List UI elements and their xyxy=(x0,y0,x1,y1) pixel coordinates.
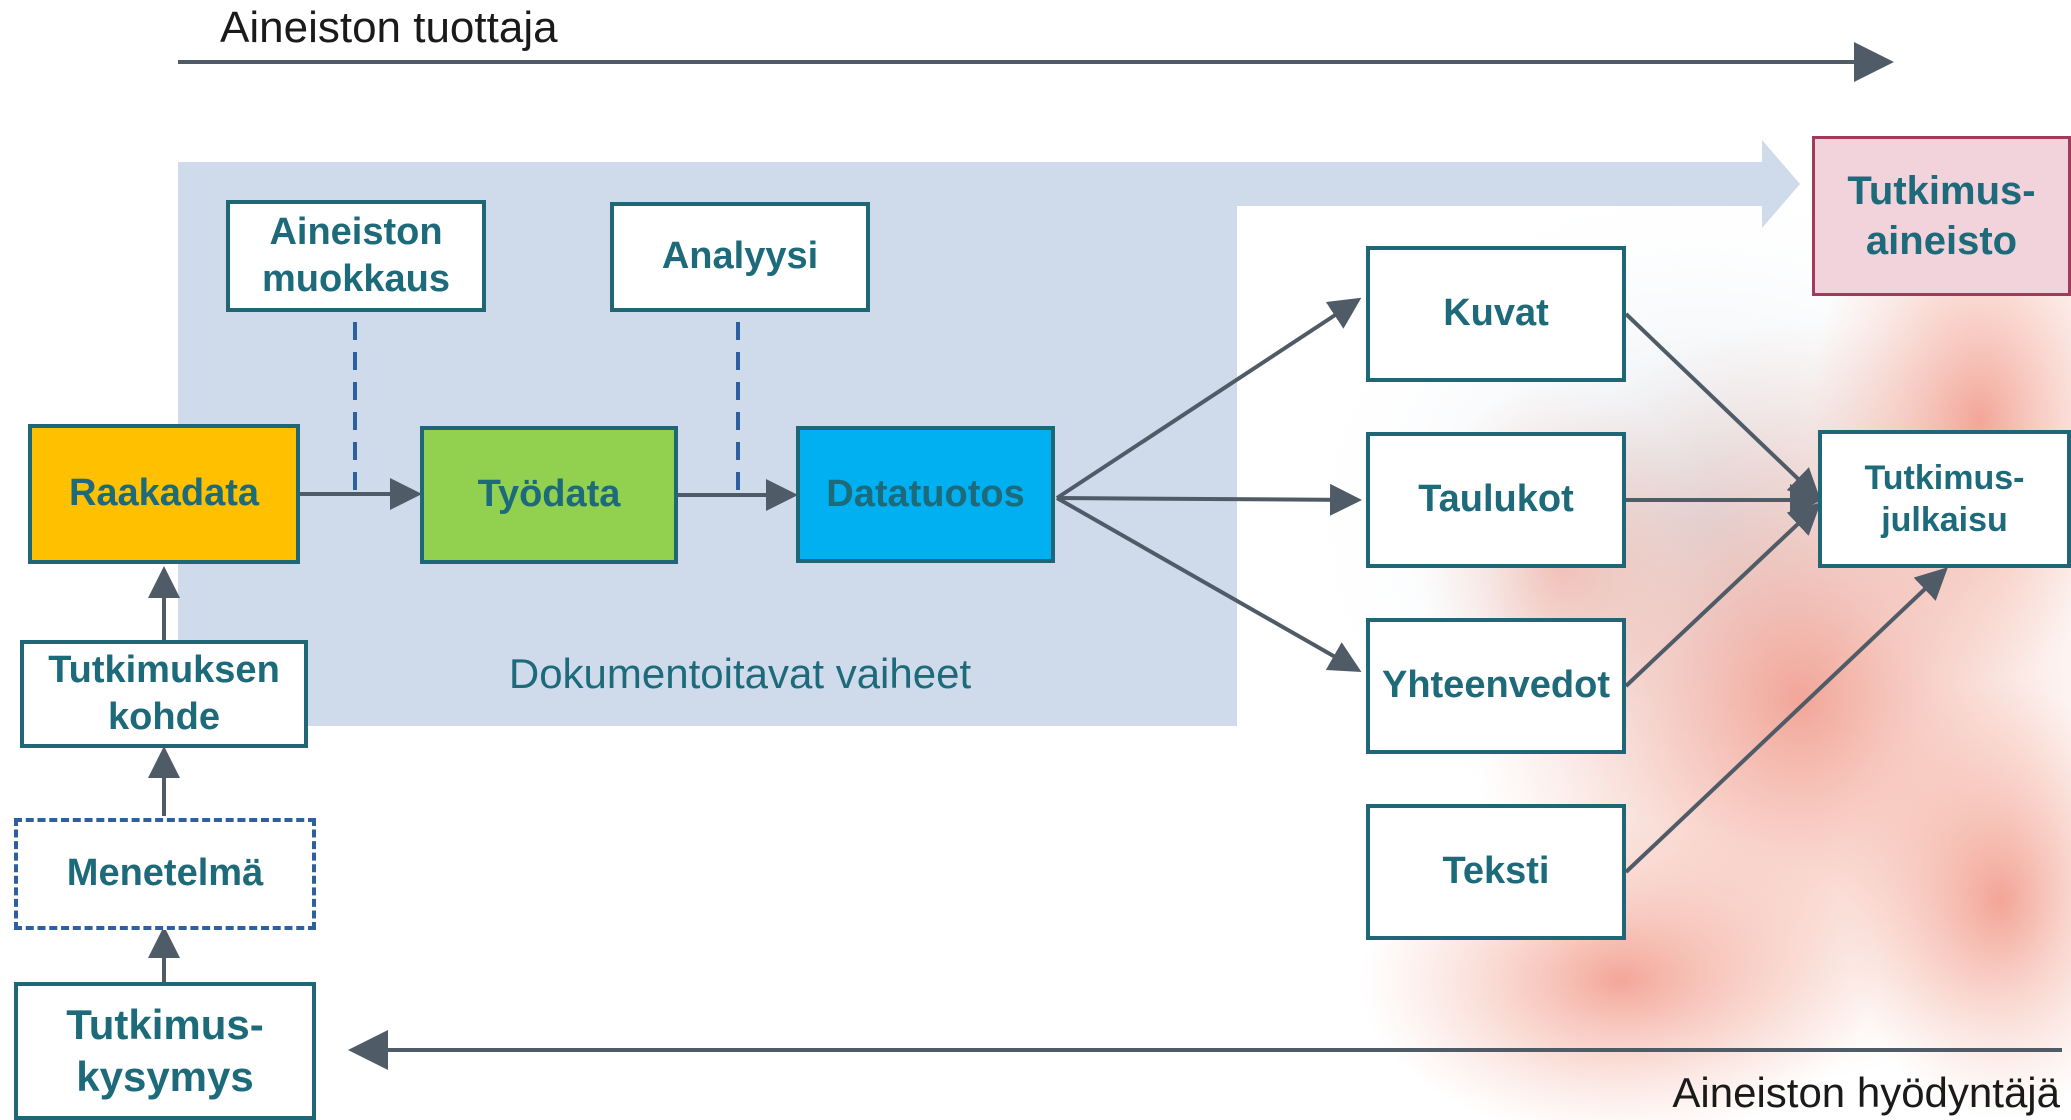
user-label: Aineiston hyödyntäjä xyxy=(1672,1069,2060,1116)
tutkimuskysymys-box: Tutkimus- kysymys xyxy=(14,982,316,1120)
tutkimusjulkaisu-box: Tutkimus- julkaisu xyxy=(1818,430,2071,568)
aineiston-muokkaus-box: Aineiston muokkaus xyxy=(226,200,486,312)
datatuotos-box: Datatuotos xyxy=(796,426,1055,563)
raakadata-box: Raakadata xyxy=(28,424,300,564)
tutkimuksen-kohde-box: Tutkimuksen kohde xyxy=(20,640,308,748)
kuvat-box: Kuvat xyxy=(1366,246,1626,382)
teksti-box: Teksti xyxy=(1366,804,1626,940)
menetelma-box: Menetelmä xyxy=(14,818,316,930)
documented-phases-label: Dokumentoitavat vaiheet xyxy=(508,650,972,697)
analyysi-box: Analyysi xyxy=(610,202,870,312)
tutkimusaineisto-box: Tutkimus- aineisto xyxy=(1812,136,2071,296)
tyodata-box: Työdata xyxy=(420,426,678,564)
taulukot-box: Taulukot xyxy=(1366,432,1626,568)
yhteenvedot-box: Yhteenvedot xyxy=(1366,618,1626,754)
producer-label: Aineiston tuottaja xyxy=(220,3,558,52)
